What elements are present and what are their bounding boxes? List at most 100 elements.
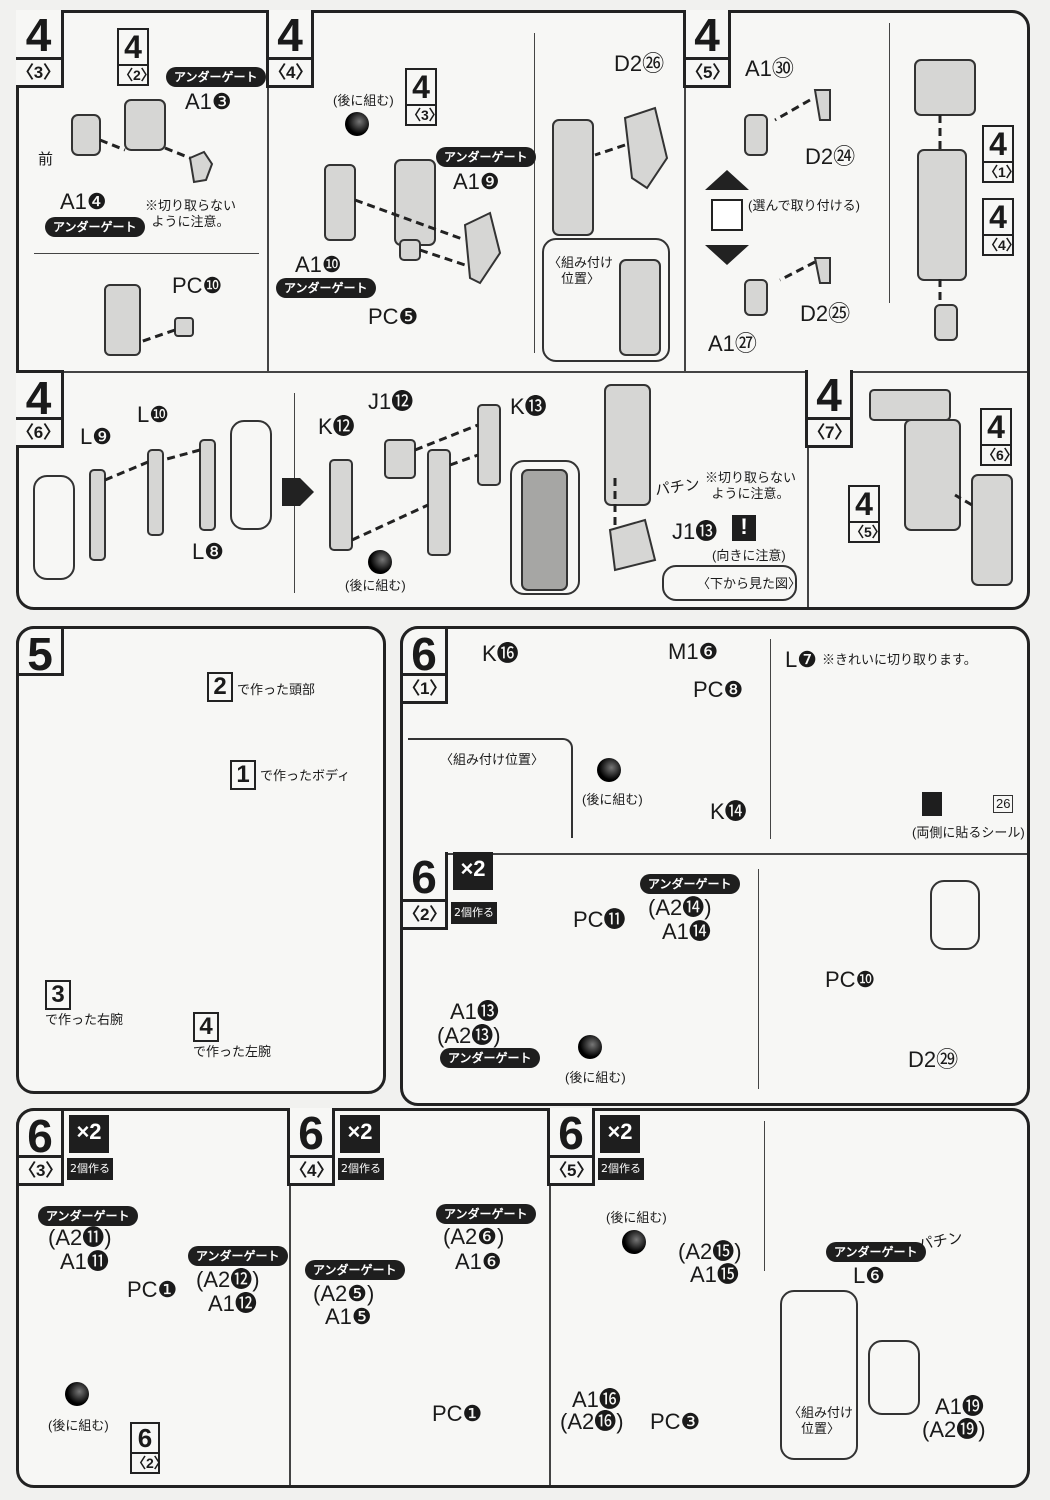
step-number: 4	[805, 370, 853, 420]
divider	[770, 639, 771, 839]
substep-number: 〈5〉	[547, 1158, 595, 1186]
part-label: PC❺	[368, 304, 419, 329]
part-label: K⓰	[482, 641, 519, 666]
part-label: D2㉙	[908, 1047, 959, 1072]
part-label: PC❸	[650, 1409, 701, 1434]
panel-step6-top	[400, 626, 1030, 1106]
ref-sub: 〈3〉	[407, 107, 443, 123]
ref-number: 4	[407, 70, 435, 106]
quantity-badge: ×2	[453, 852, 493, 890]
later-note: (後に組む)	[333, 93, 394, 108]
step-number: 4	[683, 10, 731, 60]
position-label: 〈組み付け 位置〉	[548, 255, 614, 287]
part-label: A1❾	[453, 169, 500, 194]
ref-box: 4〈6〉	[980, 408, 1018, 466]
step-number: 4	[16, 370, 64, 423]
choose-note: (選んで取り付ける)	[748, 198, 861, 213]
part-label: L❿	[137, 402, 169, 427]
divider	[807, 373, 809, 607]
sticker-number: 26	[993, 795, 1014, 814]
later-marker-icon	[622, 1230, 646, 1254]
part-label: M1❻	[668, 639, 719, 664]
divider	[34, 253, 259, 254]
panel-step6-bottom	[16, 1108, 1030, 1488]
orientation-note: (向きに注意)	[712, 548, 786, 563]
divider	[764, 1121, 765, 1271]
warning-icon: !	[732, 515, 756, 541]
divider	[758, 869, 759, 1089]
part-label: A1⓬	[208, 1291, 257, 1316]
divider	[889, 23, 890, 303]
position-inset	[780, 1290, 858, 1460]
part-label: (A2⓫)	[48, 1225, 112, 1250]
part-label: A1㉗	[708, 331, 757, 356]
part-label: (A2❺)	[313, 1281, 375, 1306]
step-number: 6	[16, 1108, 64, 1161]
part-label: J1⓬	[368, 389, 414, 414]
ref-box: 4〈4〉	[982, 198, 1020, 256]
part-label: K⓬	[318, 414, 355, 439]
quantity-badge: ×2	[340, 1115, 380, 1153]
ref-sub: 〈5〉	[850, 524, 886, 540]
ref-box: 4〈2〉	[117, 28, 155, 86]
substep-number: 〈7〉	[805, 420, 853, 448]
later-note: (後に組む)	[582, 792, 643, 807]
part-label: A1㉚	[745, 56, 794, 81]
part-label: L❾	[80, 424, 112, 449]
front-label: 前	[38, 151, 54, 168]
ref-number: 1	[236, 761, 250, 788]
part-label: K⓭	[510, 394, 547, 419]
make-two-label: 2個作る	[598, 1158, 644, 1180]
under-gate-badge: アンダーゲート	[640, 874, 740, 894]
ref-sub: 〈2〉	[119, 67, 155, 83]
ref-sub: 〈6〉	[982, 447, 1018, 463]
ref-number: 2	[213, 673, 227, 700]
part-label: D2㉕	[800, 301, 851, 326]
substep-number: 〈4〉	[287, 1158, 335, 1186]
ref-sub: 〈2〉	[132, 1455, 168, 1471]
bottom-view-inset	[662, 565, 797, 601]
part-label: (A2⓳)	[922, 1417, 986, 1442]
position-label: 〈組み付け位置〉	[440, 752, 545, 767]
part-label: L❽	[192, 539, 224, 564]
step-number: 4	[266, 10, 314, 60]
make-two-label: 2個作る	[451, 902, 497, 924]
under-gate-badge: アンダーゲート	[276, 278, 376, 298]
ref-sub: 〈4〉	[984, 237, 1020, 253]
part-label: D2㉔	[805, 144, 856, 169]
detail-inset	[230, 420, 272, 530]
substep-number: 〈3〉	[16, 60, 64, 88]
under-gate-badge: アンダーゲート	[45, 217, 145, 237]
part-label: PC❽	[693, 677, 744, 702]
detail-inset	[868, 1340, 920, 1415]
substep-number: 〈1〉	[400, 676, 448, 704]
divider	[684, 13, 686, 373]
part-label: J1⓭	[672, 519, 718, 544]
part-label: L❼	[785, 647, 817, 672]
part-label: A1❻	[455, 1249, 502, 1274]
position-inset	[542, 238, 670, 362]
part-label: A1❹	[60, 189, 107, 214]
bottom-view-label: 〈下から見た図〉	[697, 576, 802, 591]
part-label: A1❿	[295, 252, 342, 277]
divider	[549, 1111, 551, 1485]
ref-box: 4	[193, 1012, 219, 1042]
ref-number: 4	[119, 30, 147, 66]
step-number: 5	[16, 626, 64, 679]
quantity-badge: ×2	[69, 1115, 109, 1153]
under-gate-badge: アンダーゲート	[188, 1246, 288, 1266]
part-label: PC❿	[172, 273, 223, 298]
step-number: 6	[400, 626, 448, 679]
head-label: で作った頭部	[237, 682, 316, 697]
under-gate-badge: アンダーゲート	[38, 1206, 138, 1226]
both-sides-icon	[922, 792, 942, 816]
part-label: (A2⓬)	[196, 1267, 260, 1292]
ref-number: 6	[132, 1424, 158, 1454]
substep-number: 〈2〉	[400, 902, 448, 930]
ref-box: 4〈5〉	[848, 485, 886, 543]
later-note: (後に組む)	[606, 1210, 667, 1225]
divider	[403, 853, 1027, 855]
ref-number: 4	[199, 1013, 213, 1040]
make-two-label: 2個作る	[67, 1158, 113, 1180]
part-label: (A2⓰)	[560, 1409, 624, 1434]
